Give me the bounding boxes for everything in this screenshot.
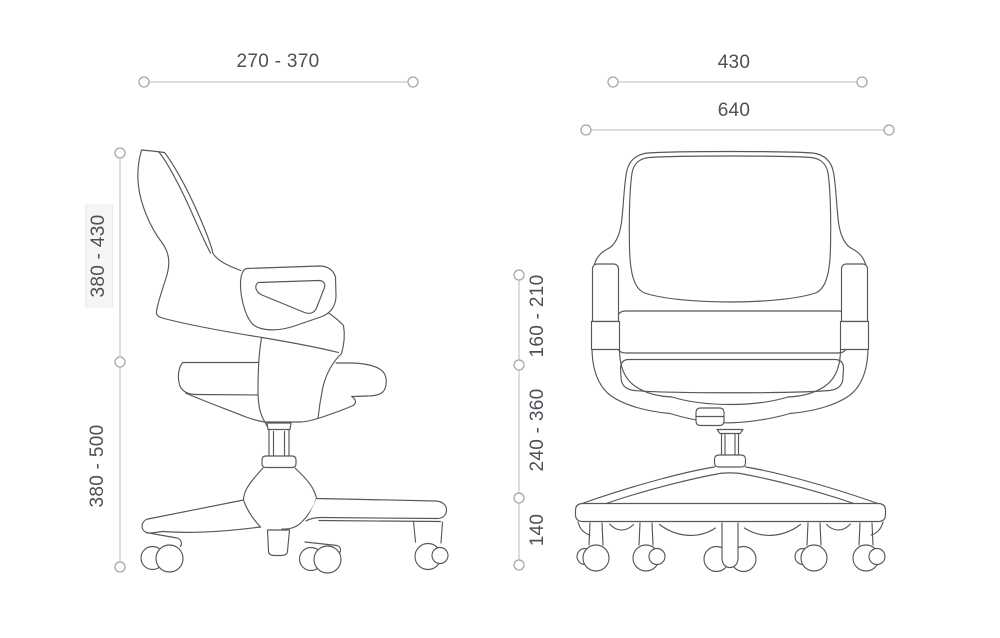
- dim-line-front-lower: [580, 124, 895, 136]
- dim-label-left-lower: 380 - 500: [87, 424, 109, 508]
- side-casters: [140, 520, 449, 574]
- side-base: [141, 467, 448, 557]
- front-seat-shell: [669, 396, 791, 427]
- dim-line-left-vertical: [114, 147, 126, 573]
- dim-line-front-upper: [607, 76, 868, 88]
- dimension-lines: [114, 76, 895, 573]
- front-view-drawing: [574, 150, 887, 573]
- front-gas-lift: [713, 428, 747, 468]
- side-armrest: [239, 265, 337, 331]
- front-seat: [616, 310, 848, 394]
- front-casters: [576, 522, 886, 573]
- dim-label-middle-center: 240 - 360: [527, 388, 549, 472]
- dim-line-middle-vertical: [513, 269, 525, 571]
- dim-label-middle-upper: 160 - 210: [527, 274, 549, 358]
- side-gas-lift: [261, 422, 297, 469]
- side-backrest: [137, 149, 345, 355]
- front-backrest: [592, 150, 868, 303]
- dim-label-front-lower: 640: [717, 100, 751, 122]
- dim-label-left-upper: 380 - 430: [85, 204, 113, 308]
- side-seat-support: [257, 337, 343, 427]
- front-base: [574, 466, 887, 536]
- dim-label-top-left: 270 - 370: [236, 51, 320, 73]
- side-view-drawing: [137, 149, 449, 574]
- dim-line-top-left: [138, 76, 419, 88]
- dim-label-front-upper: 430: [717, 52, 751, 74]
- side-seat: [177, 361, 387, 423]
- dim-label-middle-lower: 140: [527, 513, 549, 547]
- front-armrests: [590, 263, 870, 415]
